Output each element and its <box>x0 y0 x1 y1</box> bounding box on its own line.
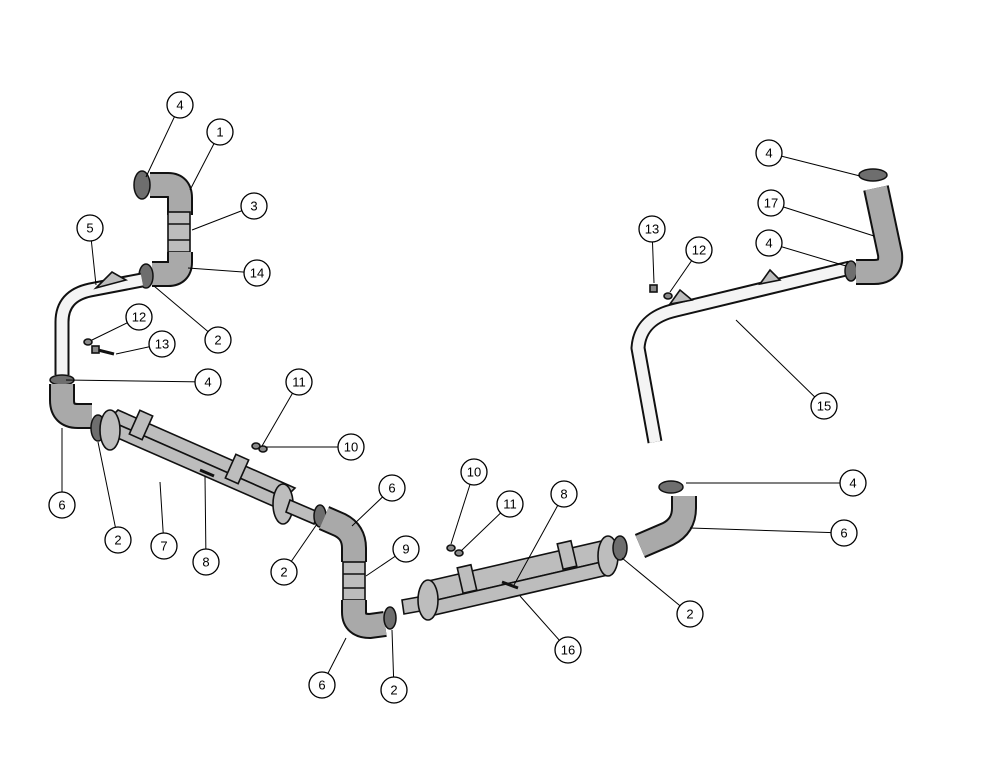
callout-17: 17 <box>757 189 785 217</box>
callout-label: 9 <box>402 542 409 557</box>
callout-12-b: 12 <box>685 236 713 264</box>
callout-label: 10 <box>467 465 481 480</box>
callout-label: 13 <box>155 337 169 352</box>
callout-4-d: 4 <box>755 229 783 257</box>
bolt-8-right <box>501 580 519 590</box>
callout-label: 4 <box>765 146 772 161</box>
callout-label: 4 <box>765 236 772 251</box>
tube-15 <box>630 260 852 444</box>
leader-lines <box>61 104 875 691</box>
callout-label: 2 <box>686 607 693 622</box>
clamp-right-2 <box>612 535 628 561</box>
callout-label: 12 <box>132 310 146 325</box>
callout-label: 4 <box>849 476 856 491</box>
callout-label: 14 <box>250 266 264 281</box>
callout-4-c: 4 <box>839 469 867 497</box>
callout-label: 10 <box>344 440 358 455</box>
callout-8-a: 8 <box>192 548 220 576</box>
elbow-hose-6-left <box>49 384 92 429</box>
elbow-hose-6-mid <box>318 506 367 562</box>
callout-2-b: 2 <box>104 526 132 554</box>
callout-label: 7 <box>160 539 167 554</box>
callout-label: 11 <box>292 375 306 390</box>
callout-label: 6 <box>388 481 395 496</box>
callout-label: 6 <box>840 526 847 541</box>
callout-label: 12 <box>692 243 706 258</box>
cooler-16 <box>401 535 619 621</box>
callout-1: 1 <box>206 118 234 146</box>
callout-label: 2 <box>114 533 121 548</box>
callout-14: 14 <box>243 259 271 287</box>
callout-11-a: 11 <box>285 368 313 396</box>
callout-label: 2 <box>280 565 287 580</box>
clamp-right-4 <box>658 480 684 494</box>
callout-13-a: 13 <box>148 330 176 358</box>
callout-label: 1 <box>216 125 223 140</box>
callout-2-d: 2 <box>380 676 408 704</box>
callout-6-d: 6 <box>830 519 858 547</box>
elbow-hose-6-right <box>634 495 697 558</box>
callout-label: 8 <box>202 555 209 570</box>
clamp-low-2 <box>383 606 397 630</box>
callout-label: 2 <box>390 683 397 698</box>
callout-2-a: 2 <box>204 326 232 354</box>
sleeve-9 <box>342 561 366 601</box>
clamp-right-top-4 <box>858 168 888 182</box>
hose-17 <box>856 185 904 285</box>
callout-12-a: 12 <box>125 303 153 331</box>
callout-label: 4 <box>176 98 183 113</box>
callout-7: 7 <box>150 532 178 560</box>
callout-label: 4 <box>204 375 211 390</box>
elbow-hose-1 <box>150 172 193 215</box>
callout-2-c: 2 <box>270 558 298 586</box>
washer-12-left <box>83 338 93 346</box>
callout-label: 15 <box>817 399 831 414</box>
callout-6-a: 6 <box>48 491 76 519</box>
callout-13-b: 13 <box>638 215 666 243</box>
elbow-hose-6-low <box>341 599 387 639</box>
callout-3: 3 <box>240 192 268 220</box>
washer-11-left <box>258 445 268 453</box>
callout-2-e: 2 <box>676 600 704 628</box>
tube-5 <box>54 271 144 375</box>
callout-6-b: 6 <box>378 474 406 502</box>
callout-10-b: 10 <box>460 458 488 486</box>
callout-4-e: 4 <box>755 139 783 167</box>
bolt-8-left <box>199 468 215 478</box>
callout-label: 13 <box>645 222 659 237</box>
callout-5: 5 <box>76 214 104 242</box>
callout-label: 2 <box>214 333 221 348</box>
clamp-top <box>133 170 151 200</box>
callout-15: 15 <box>810 392 838 420</box>
callout-label: 3 <box>250 199 257 214</box>
clamp-right-mid-4 <box>844 260 858 282</box>
callout-6-c: 6 <box>308 671 336 699</box>
callout-label: 16 <box>561 643 575 658</box>
bolt-13-right <box>649 284 658 293</box>
callout-10-a: 10 <box>337 433 365 461</box>
elbow-hose-14 <box>152 249 193 287</box>
callout-9: 9 <box>392 535 420 563</box>
nut-10-right <box>446 544 456 552</box>
washer-11-right <box>454 549 464 557</box>
callout-16: 16 <box>554 636 582 664</box>
callout-label: 11 <box>503 497 517 512</box>
bolt-13-left <box>91 345 115 356</box>
washer-12-right <box>663 292 673 300</box>
callout-label: 17 <box>764 196 778 211</box>
callout-label: 5 <box>86 221 93 236</box>
sleeve-3 <box>167 211 191 253</box>
callout-4-a: 4 <box>166 91 194 119</box>
nut-10-left <box>251 442 261 450</box>
callout-4-b: 4 <box>194 368 222 396</box>
cooler-7 <box>99 409 319 526</box>
callout-label: 6 <box>318 678 325 693</box>
callout-11-b: 11 <box>496 490 524 518</box>
callout-8-b: 8 <box>550 480 578 508</box>
callout-label: 6 <box>58 498 65 513</box>
callout-label: 8 <box>560 487 567 502</box>
